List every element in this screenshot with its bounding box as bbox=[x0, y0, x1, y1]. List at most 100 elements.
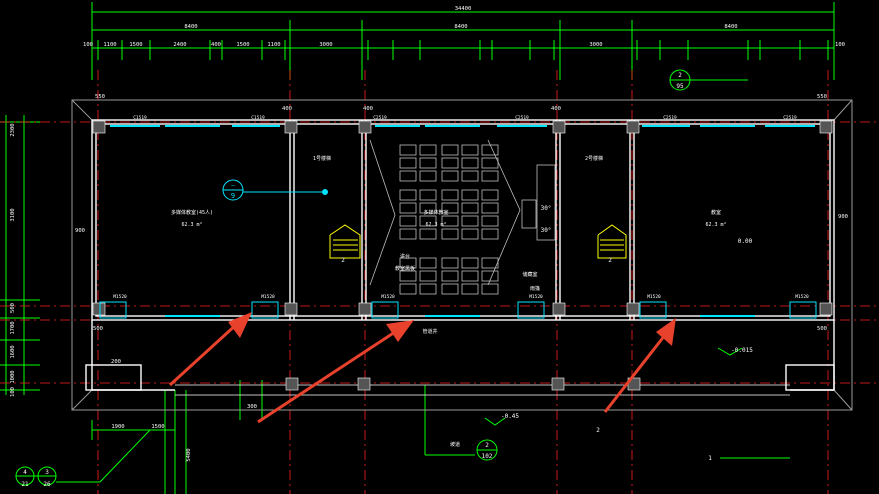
small-2b: 2 bbox=[608, 257, 612, 264]
dim-bottom-300: 300 bbox=[247, 404, 257, 410]
equip-label: 储藏室 bbox=[522, 271, 537, 278]
room-right-name: 教室 bbox=[711, 209, 721, 216]
platform-label: 教室黑板 bbox=[395, 265, 415, 272]
tag-c1519-a: C1519 bbox=[133, 115, 147, 121]
seat bbox=[419, 170, 437, 182]
bubble-left-bottom: 9 bbox=[231, 192, 235, 200]
dim-right-900: 900 bbox=[838, 214, 848, 220]
dim-1100-left: 1100 bbox=[103, 42, 116, 48]
tag-c2519-d: C2519 bbox=[783, 115, 797, 121]
dimension-lines bbox=[0, 2, 835, 494]
tag-m1520-b: M1520 bbox=[261, 294, 275, 300]
bubble-bl2-top: 3 bbox=[45, 469, 49, 476]
dim-wall-400-a: 400 bbox=[282, 106, 292, 112]
dim-bay-mid: 8400 bbox=[454, 24, 467, 30]
seat bbox=[399, 170, 417, 182]
dim-bottom-5400: 5400 bbox=[186, 448, 192, 461]
seat bbox=[461, 283, 479, 295]
tag-c2519-b: C2519 bbox=[515, 115, 529, 121]
dim-bay-left: 8400 bbox=[184, 24, 197, 30]
room-labels: 多媒体教室(45人) 62.3 m² 多媒体教室 62.3 m² 教室 62.3… bbox=[171, 155, 727, 448]
seat bbox=[399, 189, 417, 201]
dim-bottom-200: 200 bbox=[111, 359, 121, 365]
dim-100-right: 100 bbox=[835, 42, 845, 48]
bubble-mid-top: 2 bbox=[485, 442, 489, 449]
seat bbox=[461, 270, 479, 282]
seat bbox=[441, 228, 459, 240]
misc-marks bbox=[15, 69, 790, 486]
furniture-seats bbox=[369, 139, 556, 295]
dim-gap-1: 3000 bbox=[319, 42, 332, 48]
bubble-labels: 2 95 2 102 4 21 3 26 1 2 2 2 bbox=[21, 72, 712, 488]
dim-1100b: 1100 bbox=[267, 42, 280, 48]
seat bbox=[481, 257, 499, 269]
dim-left-1700: 1700 bbox=[10, 321, 16, 334]
seat bbox=[419, 215, 437, 227]
seat bbox=[441, 170, 459, 182]
bubble-tr-bottom: 95 bbox=[676, 83, 684, 90]
seat bbox=[441, 157, 459, 169]
bubble-mid-bottom: 102 bbox=[482, 453, 493, 460]
seat bbox=[399, 270, 417, 282]
seat bbox=[461, 189, 479, 201]
seat bbox=[481, 202, 499, 214]
elev-neg-015: -0.015 bbox=[731, 347, 753, 354]
dim-left-3100: 3100 bbox=[10, 208, 16, 221]
dim-bottom-500: 500 bbox=[93, 326, 103, 332]
tag-m1520-a: M1520 bbox=[113, 294, 127, 300]
dim-left-900: 900 bbox=[75, 228, 85, 234]
seat bbox=[419, 157, 437, 169]
bubble-left-top: — bbox=[231, 182, 235, 189]
small-2c: 2 bbox=[596, 427, 600, 434]
elev-neg-045: -0.45 bbox=[501, 413, 519, 420]
annotation-arrows bbox=[168, 312, 676, 424]
dim-400: 400 bbox=[211, 42, 221, 48]
seat bbox=[399, 283, 417, 295]
doors bbox=[99, 301, 817, 319]
stair-right-label: 2号楼梯 bbox=[585, 155, 603, 162]
seat bbox=[481, 215, 499, 227]
room-left-name: 多媒体教室(45人) bbox=[171, 209, 213, 216]
seat bbox=[441, 283, 459, 295]
seat bbox=[399, 157, 417, 169]
seat bbox=[419, 202, 437, 214]
seat bbox=[419, 228, 437, 240]
dim-left-1600: 1600 bbox=[10, 345, 16, 358]
roof-outline bbox=[71, 99, 853, 411]
seat bbox=[481, 189, 499, 201]
seat bbox=[399, 144, 417, 156]
seat bbox=[461, 170, 479, 182]
dim-overall: 34400 bbox=[455, 6, 472, 12]
dim-bottom-1500: 1500 bbox=[151, 424, 164, 430]
columns bbox=[92, 120, 833, 391]
seat bbox=[441, 257, 459, 269]
dim-100-left: 100 bbox=[83, 42, 93, 48]
seat bbox=[419, 189, 437, 201]
windows bbox=[110, 125, 815, 317]
angle-30b: 30° bbox=[541, 227, 552, 234]
seat bbox=[461, 157, 479, 169]
dim-bay-right: 8400 bbox=[724, 24, 737, 30]
index-bubble-left: — 9 bbox=[222, 179, 328, 201]
bubble-bl1-bottom: 21 bbox=[21, 481, 29, 488]
walls bbox=[85, 119, 835, 396]
stairs bbox=[329, 224, 627, 259]
dim-wall-400-c: 400 bbox=[551, 106, 561, 112]
dimension-text: 34400 8400 3000 8400 3000 8400 100 1100 … bbox=[10, 6, 848, 462]
seat bbox=[441, 202, 459, 214]
seat bbox=[481, 283, 499, 295]
dim-left-500: 500 bbox=[10, 303, 16, 313]
seat bbox=[419, 257, 437, 269]
room-mid-area: 62.3 m² bbox=[425, 222, 446, 228]
seat bbox=[419, 270, 437, 282]
room-right-area: 62.3 m² bbox=[705, 222, 726, 228]
bubble-bl2-bottom: 26 bbox=[43, 481, 51, 488]
bubble-bl1-top: 4 bbox=[23, 469, 27, 476]
dim-bottom-500b: 500 bbox=[817, 326, 827, 332]
dim-edge-right: 550 bbox=[817, 94, 827, 100]
tag-m1520-d: M1520 bbox=[529, 294, 543, 300]
seat bbox=[461, 144, 479, 156]
ramp-label: 坡道 bbox=[450, 441, 460, 448]
axis-mark-1: 1 bbox=[708, 455, 712, 462]
